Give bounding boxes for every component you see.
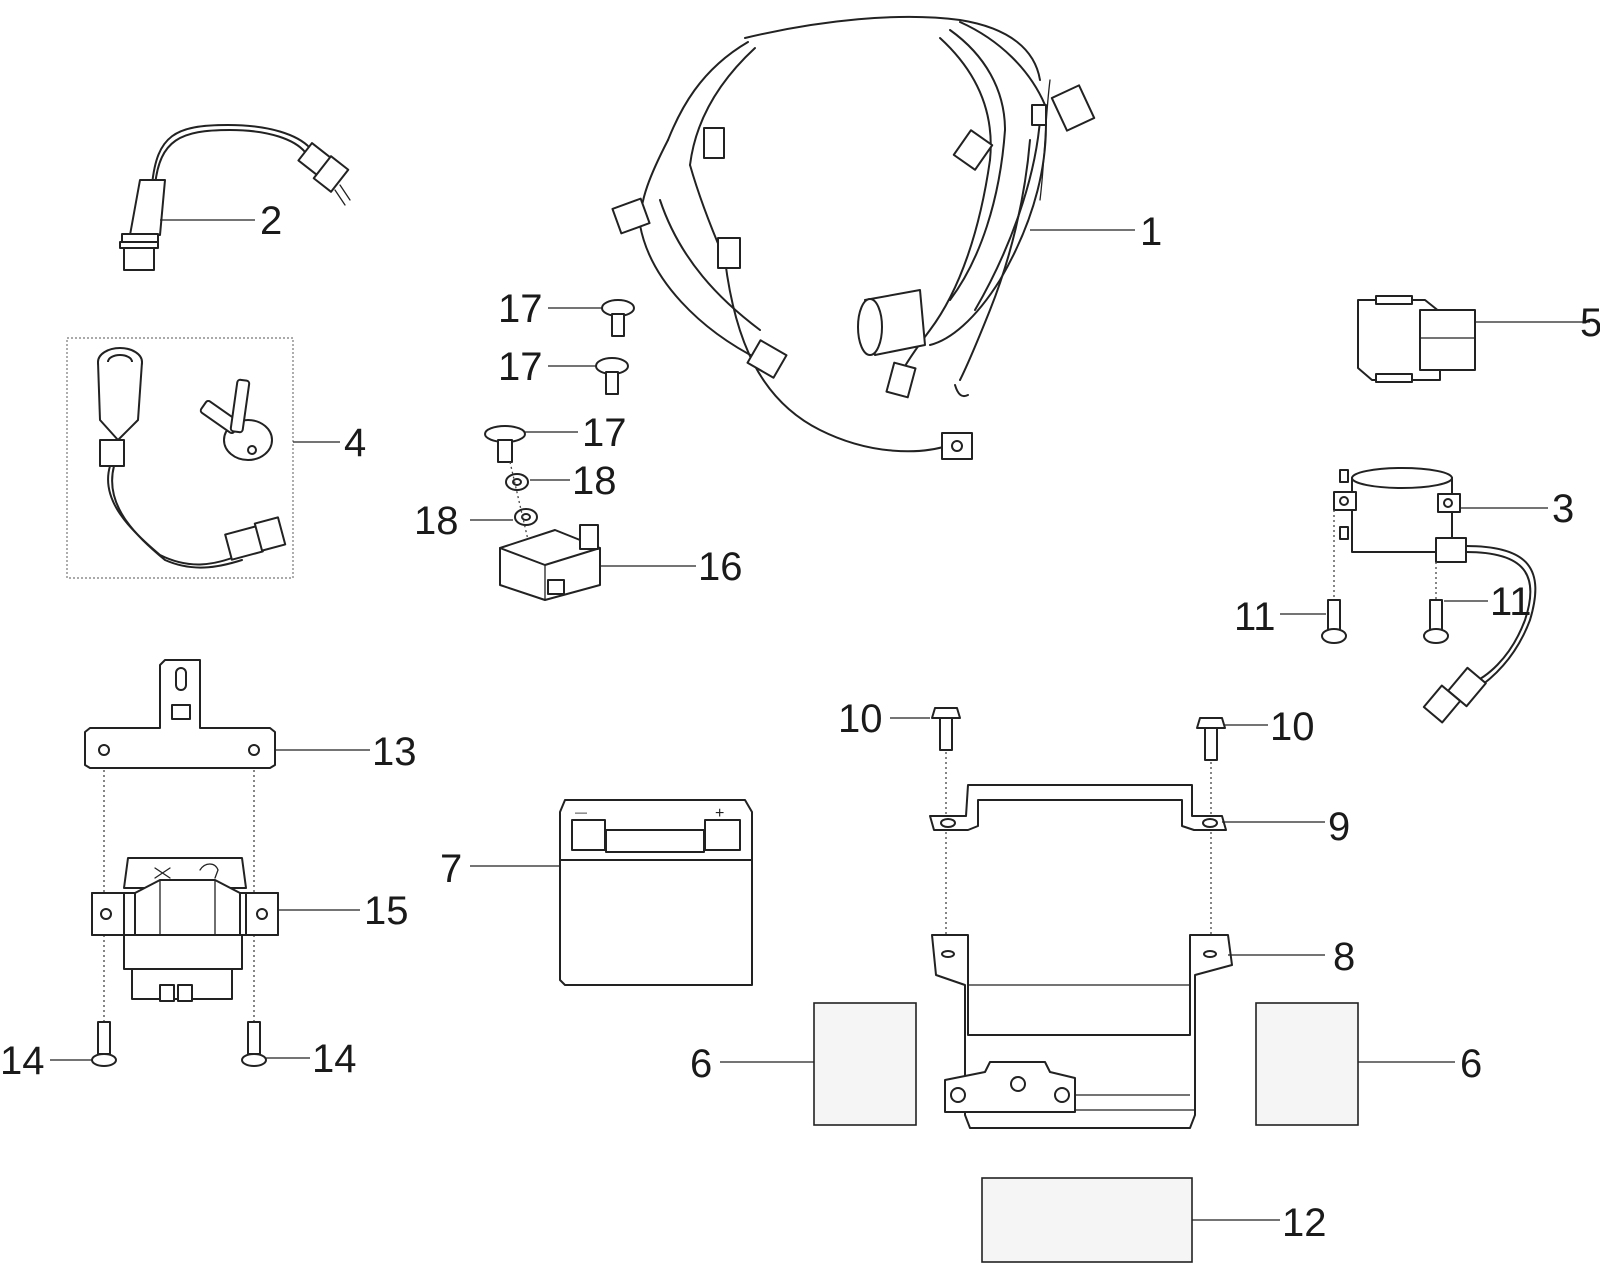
bolt-10-b[interactable] xyxy=(1196,717,1226,761)
callout-5: 5 xyxy=(1580,301,1600,345)
bolt-11-b[interactable] xyxy=(1423,599,1449,644)
callout-15: 15 xyxy=(364,889,409,933)
callout-10-a: 10 xyxy=(838,697,883,741)
callout-18-b: 18 xyxy=(414,499,459,543)
ignition-coil-3[interactable] xyxy=(1333,467,1537,724)
callout-1: 1 xyxy=(1140,210,1162,254)
bolt-10-a[interactable] xyxy=(931,707,961,751)
callout-12: 12 xyxy=(1282,1201,1327,1245)
battery-tray-8[interactable] xyxy=(931,934,1233,1129)
callout-9: 9 xyxy=(1328,805,1350,849)
callout-6-left: 6 xyxy=(690,1042,712,1086)
assembly-line-16 xyxy=(509,461,529,541)
washer-18-b[interactable] xyxy=(514,508,538,526)
callout-14-b: 14 xyxy=(312,1037,357,1081)
pad-12[interactable] xyxy=(981,1177,1193,1263)
bracket-13[interactable] xyxy=(84,659,276,769)
screw-17-a[interactable] xyxy=(601,299,635,337)
wiring-harness[interactable] xyxy=(611,15,1096,460)
cdi-unit-15[interactable] xyxy=(91,857,279,1002)
battery-7[interactable]: — + xyxy=(559,799,753,986)
pad-6-left[interactable] xyxy=(813,1002,917,1126)
callout-13: 13 xyxy=(372,730,417,774)
callout-8: 8 xyxy=(1333,935,1355,979)
callout-10-b: 10 xyxy=(1270,705,1315,749)
relay-5[interactable] xyxy=(1357,295,1476,383)
callout-11-b: 11 xyxy=(1490,580,1532,624)
ignition-switch-and-keys[interactable] xyxy=(97,347,287,569)
screw-17-c[interactable] xyxy=(484,425,526,463)
washer-18-a[interactable] xyxy=(505,473,529,491)
callout-17-b: 17 xyxy=(498,345,543,389)
bolt-11-a[interactable] xyxy=(1321,599,1347,644)
battery-positive-mark: + xyxy=(715,805,724,822)
callout-6-right: 6 xyxy=(1460,1042,1482,1086)
relay-16[interactable] xyxy=(499,524,601,601)
callout-4: 4 xyxy=(344,421,366,465)
battery-negative-mark: — xyxy=(575,805,587,819)
callout-17-a: 17 xyxy=(498,287,543,331)
screw-14-b[interactable] xyxy=(241,1021,267,1067)
screw-17-b[interactable] xyxy=(595,357,629,395)
pad-6-right[interactable] xyxy=(1255,1002,1359,1126)
callout-2: 2 xyxy=(260,199,282,243)
screw-14-a[interactable] xyxy=(91,1021,117,1067)
sensor-with-lead[interactable] xyxy=(119,124,351,271)
ignition-kit-box xyxy=(66,337,294,579)
callout-17-c: 17 xyxy=(582,411,627,455)
callout-7: 7 xyxy=(440,847,462,891)
callout-11-a: 11 xyxy=(1234,595,1276,639)
callout-14-a: 14 xyxy=(0,1039,45,1083)
callout-16: 16 xyxy=(698,545,743,589)
strap-bracket-9[interactable] xyxy=(929,784,1227,831)
callout-3: 3 xyxy=(1552,487,1574,531)
callout-18-a: 18 xyxy=(572,459,617,503)
